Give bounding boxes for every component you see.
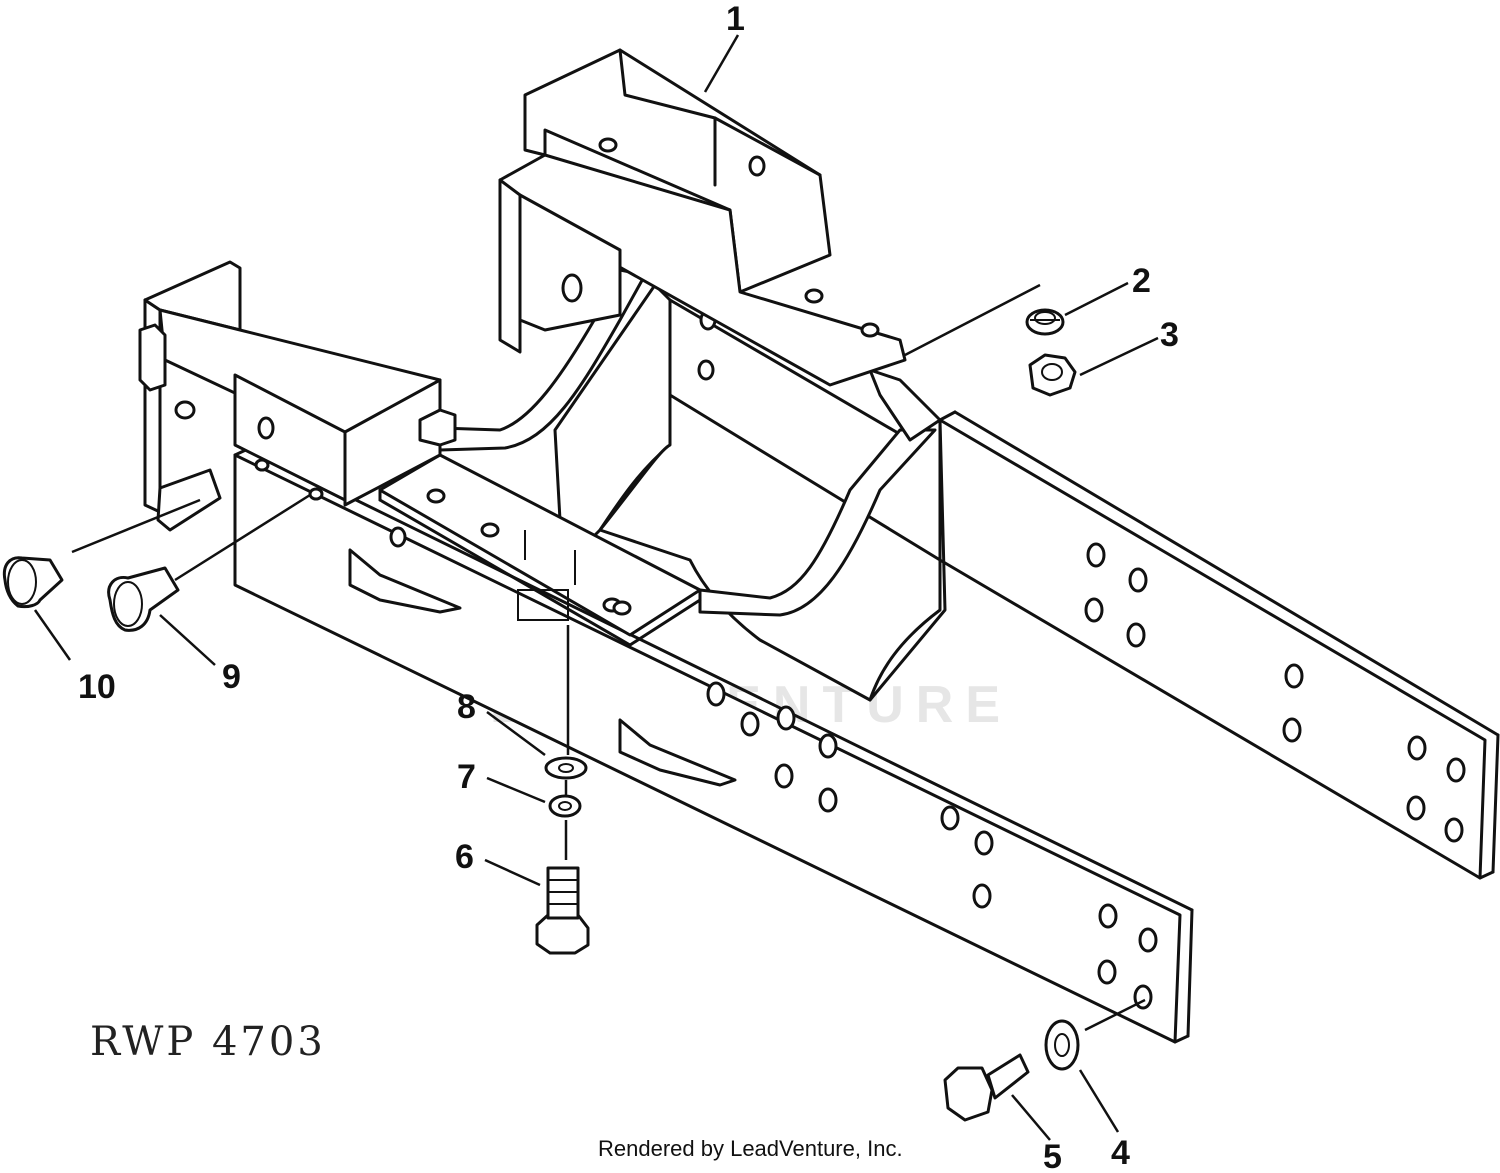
callout-2: 2 [1132,262,1151,300]
left-bracket [138,260,457,532]
callout-6: 6 [455,838,474,876]
part-8-flat-washer [544,756,588,780]
callout-4: 4 [1111,1134,1130,1172]
right-bracket [498,48,907,387]
callout-9: 9 [222,658,241,696]
callout-10: 10 [78,668,116,706]
part-5-bolt [943,1053,1030,1122]
part-4-lock-washer [1044,1019,1080,1071]
callout-1: 1 [726,0,745,38]
part-9-bushing [107,566,180,632]
part-7-lock-washer [548,794,582,818]
support-straps [438,268,942,617]
callout-3: 3 [1160,316,1179,354]
part-6-bolt [535,866,590,955]
frame-right-rail [938,410,1500,880]
callout-labels: 1 2 3 4 5 6 7 8 9 10 [78,0,1179,1173]
part-3-hex-nut [1028,353,1077,397]
part-2-slotted-nut [1025,308,1065,336]
callout-7: 7 [457,758,476,796]
under-blocks [348,548,737,787]
drawing-code: RWP 4703 [90,1019,326,1065]
mounting-plate [378,453,702,647]
callout-8: 8 [457,688,476,726]
render-credit: Rendered by LeadVenture, Inc. [598,1136,903,1161]
callout-5: 5 [1043,1138,1062,1173]
leader-lines [33,34,1159,1141]
part-10-bushing [2,556,64,609]
